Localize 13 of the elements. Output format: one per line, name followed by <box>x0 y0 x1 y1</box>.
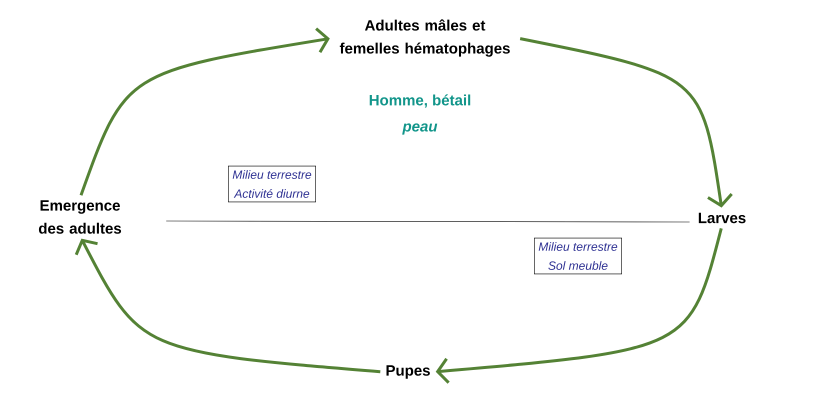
stage-label: Larves <box>698 212 746 224</box>
host-label: peau <box>402 123 438 135</box>
curved-arrow <box>80 27 330 196</box>
curved-arrow <box>520 37 733 208</box>
info-box: Milieu terrestre Activité diurne <box>228 166 316 202</box>
stage-label: Pupes <box>386 365 430 379</box>
stage-label: Emergence des adultes <box>38 200 122 234</box>
connector-line <box>166 220 690 222</box>
stage-label: Adultes mâles et femelles hématophages <box>340 19 510 57</box>
info-box: Milieu terrestre Sol meuble <box>534 238 622 274</box>
curved-arrow <box>74 238 380 374</box>
host-label: Homme, bétail <box>370 94 470 108</box>
curved-arrow <box>436 228 723 384</box>
